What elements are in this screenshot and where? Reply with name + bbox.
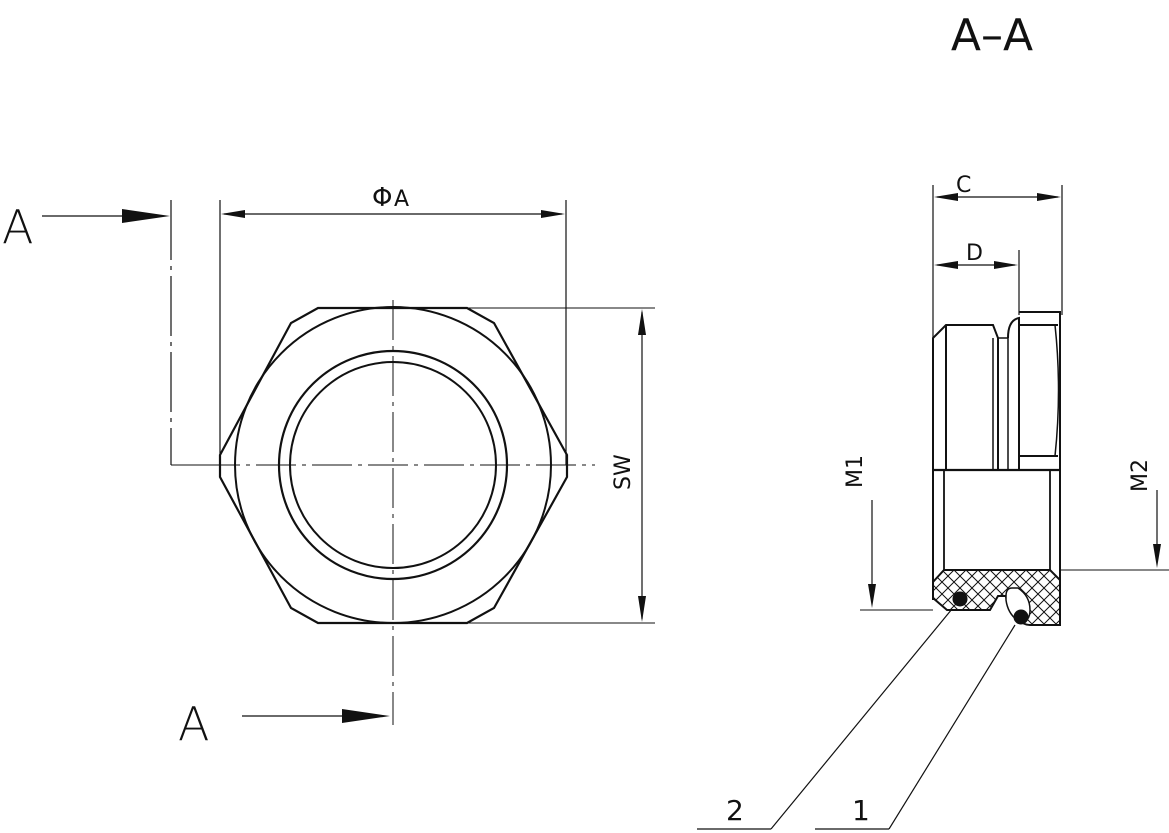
diameter-letter: A [394,187,409,212]
callout-1: 1 [852,794,870,827]
o-ring-right-icon [1013,609,1029,625]
diameter-symbol-icon: Φ [372,183,392,213]
dimension-d-label: D [966,241,983,266]
section-arrow-bottom-icon [342,709,390,723]
leader-line-2 [770,608,953,830]
section-marker-top: A [2,200,33,254]
diameter-label: Φ A [372,183,409,213]
section-marker-bottom: A [178,697,209,751]
front-view [42,200,655,725]
leader-line-1 [888,624,1016,830]
thread-m2-label: M2 [1128,459,1153,492]
section-view [697,185,1169,830]
section-arrow-top-icon [122,209,170,223]
callout-2: 2 [726,794,744,827]
seal-hatch [932,569,1061,626]
across-flats-label: SW [611,454,636,490]
thread-m1-label: M1 [843,455,868,488]
section-title: A–A [951,10,1033,61]
dimension-c-label: C [956,173,971,198]
o-ring-left-icon [952,591,968,607]
